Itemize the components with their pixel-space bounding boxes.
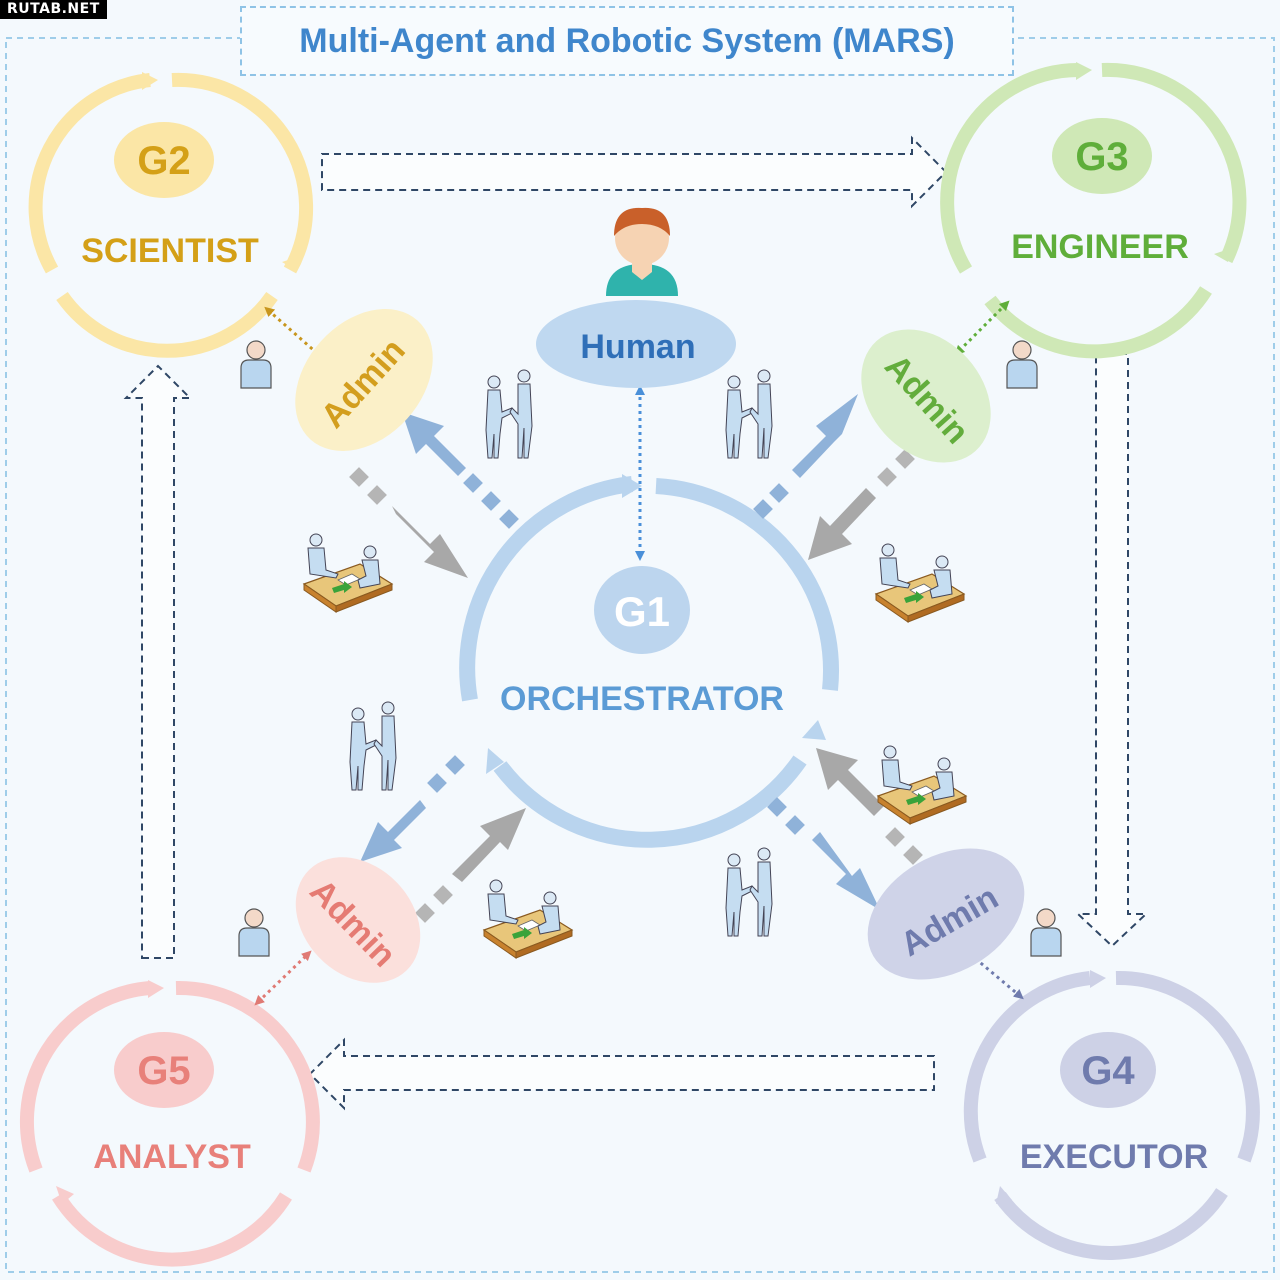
arrow-g1-to-admin-g2 xyxy=(402,412,519,529)
badge-g4 xyxy=(1060,1032,1156,1108)
badge-g2 xyxy=(114,122,214,198)
meeting-table-icon xyxy=(303,533,393,613)
admin-node-g4 xyxy=(867,848,1025,980)
group-id-g5: G5 xyxy=(137,1049,190,1093)
arrow-admin-g5-to-g1 xyxy=(415,808,526,923)
arrow-g1-to-admin-g4 xyxy=(767,797,880,910)
outer-frame xyxy=(5,37,1275,1273)
group-role-scientist: SCIENTIST xyxy=(81,232,259,270)
group-id-g1: G1 xyxy=(614,588,670,635)
arrow-g1-to-admin-g5 xyxy=(360,755,465,862)
ring-g4-executor xyxy=(963,970,1260,1260)
handshake-icon xyxy=(485,369,533,459)
flow-arrow-g5-to-g2 xyxy=(123,364,193,959)
meeting-table-icon xyxy=(877,745,967,825)
admin-node-g5 xyxy=(295,857,421,983)
link-admin-g2 xyxy=(264,306,322,358)
link-admin-g5 xyxy=(254,950,312,1006)
badge-g5 xyxy=(114,1032,214,1108)
group-role-analyst: ANALYST xyxy=(93,1138,251,1176)
arrow-g1-to-admin-g3 xyxy=(753,394,858,519)
title-box: Multi-Agent and Robotic System (MARS) xyxy=(240,6,1014,76)
arrow-admin-g2-to-g1 xyxy=(349,467,468,578)
handshake-icon xyxy=(725,369,773,459)
group-id-g4: G4 xyxy=(1081,1049,1135,1093)
meeting-table-icon xyxy=(875,543,965,623)
flow-arrow-g3-to-g4 xyxy=(1075,353,1149,948)
person-icon xyxy=(238,908,270,957)
group-id-g3: G3 xyxy=(1075,135,1128,179)
admin-node-g3 xyxy=(861,329,991,463)
page-title: Multi-Agent and Robotic System (MARS) xyxy=(299,21,955,60)
group-id-g2: G2 xyxy=(137,139,190,183)
person-icon xyxy=(1006,340,1038,389)
ring-g1-orchestrator xyxy=(459,474,839,848)
group-role-engineer: ENGINEER xyxy=(1011,228,1189,266)
ring-g2-scientist xyxy=(28,72,314,358)
person-icon xyxy=(1030,908,1062,957)
human-avatar-icon xyxy=(606,207,678,296)
link-admin-g3 xyxy=(954,300,1010,356)
ring-g5-analyst xyxy=(19,980,320,1267)
arrow-admin-g3-to-g1 xyxy=(808,449,915,560)
ring-g3-engineer xyxy=(940,62,1247,359)
human-label: Human xyxy=(580,328,695,366)
badge-g3 xyxy=(1052,118,1152,194)
handshake-icon xyxy=(725,847,773,937)
handshake-icon xyxy=(349,701,397,791)
group-role-executor: EXECUTOR xyxy=(1020,1138,1208,1176)
badge-g1 xyxy=(594,566,690,654)
human-node xyxy=(536,300,736,388)
admin-node-g2 xyxy=(295,309,433,451)
arrow-admin-g4-to-g1 xyxy=(816,748,923,865)
flow-arrow-g4-to-g5 xyxy=(308,1037,935,1111)
flow-arrow-g2-to-g3 xyxy=(321,135,948,209)
group-role-orchestrator: ORCHESTRATOR xyxy=(500,680,784,718)
meeting-table-icon xyxy=(483,879,573,959)
person-icon xyxy=(240,340,272,389)
watermark-label: RUTAB.NET xyxy=(0,0,107,19)
